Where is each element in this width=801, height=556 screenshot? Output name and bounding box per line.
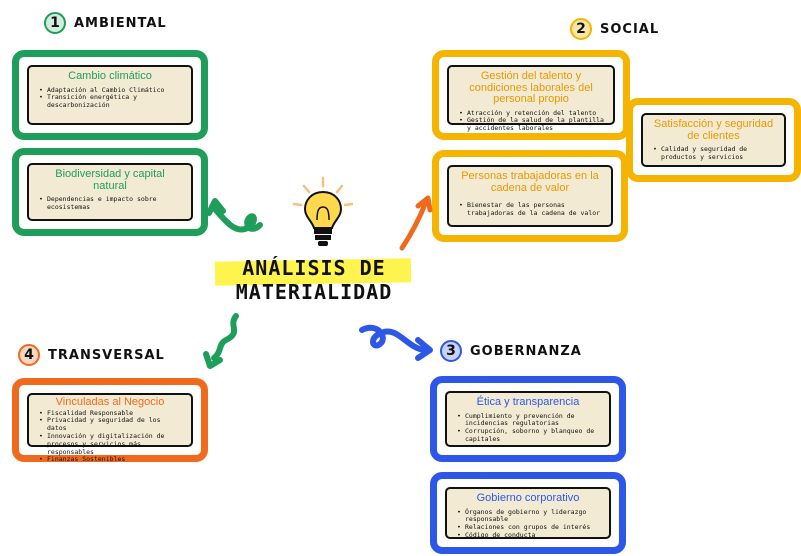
box-cadena-valor: Personas trabajadoras en la cadena de va… bbox=[432, 150, 628, 242]
box-content: Cambio climático Adaptación al Cambio Cl… bbox=[27, 65, 193, 125]
box-list: Adaptación al Cambio Climático Transició… bbox=[37, 86, 183, 110]
box-biodiversidad: Biodiversidad y capital natural Dependen… bbox=[12, 148, 208, 236]
section-label: TRANSVERSAL bbox=[48, 347, 165, 363]
list-item: Finanzas Sostenibles bbox=[39, 456, 183, 464]
section-number-badge: 2 bbox=[570, 18, 592, 40]
list-item: Dependencias e impacto sobre ecosistemas bbox=[39, 195, 183, 212]
box-cambio-climatico: Cambio climático Adaptación al Cambio Cl… bbox=[12, 50, 208, 140]
lightbulb-icon bbox=[290, 176, 356, 252]
section-label: GOBERNANZA bbox=[470, 343, 582, 359]
box-title: Satisfacción y seguridad de clientes bbox=[653, 118, 774, 142]
section-label: AMBIENTAL bbox=[74, 15, 167, 31]
section-title-social: 2 SOCIAL bbox=[570, 18, 659, 40]
box-title: Ética y transparencia bbox=[476, 396, 580, 408]
title-line-2: MATERIALIDAD bbox=[235, 280, 393, 304]
title-line-1: ANÁLISIS DE bbox=[242, 256, 386, 280]
section-title-gobernanza: 3 GOBERNANZA bbox=[440, 340, 582, 362]
section-number-badge: 1 bbox=[44, 12, 66, 34]
box-etica-transparencia: Ética y transparencia Cumplimiento y pre… bbox=[430, 376, 626, 462]
box-vinculadas-negocio: Vinculadas al Negocio Fiscalidad Respons… bbox=[12, 378, 208, 464]
list-item: Innovación y digitalización de procesos … bbox=[39, 432, 183, 456]
box-content: Satisfacción y seguridad de clientes Cal… bbox=[641, 113, 786, 167]
box-list: Calidad y seguridad de productos y servi… bbox=[651, 145, 776, 162]
list-item: Relaciones con grupos de interés bbox=[457, 523, 601, 532]
list-item: Órganos de gobierno y liderazgo responsa… bbox=[457, 508, 601, 525]
box-content: Vinculadas al Negocio Fiscalidad Respons… bbox=[27, 393, 193, 464]
box-list: Fiscalidad Responsable Privacidad y segu… bbox=[37, 409, 183, 465]
central-title: ANÁLISIS DE MATERIALIDAD bbox=[205, 256, 423, 308]
box-title: Gobierno corporativo bbox=[476, 492, 580, 504]
box-title: Personas trabajadoras en la cadena de va… bbox=[461, 170, 599, 194]
list-item: Cumplimiento y prevención de incidencias… bbox=[457, 412, 601, 429]
box-satisfaccion-clientes: Satisfacción y seguridad de clientes Cal… bbox=[626, 98, 801, 182]
box-list: Bienestar de las personas trabajadoras d… bbox=[457, 201, 603, 218]
section-label: SOCIAL bbox=[600, 21, 660, 37]
list-item: Corrupción, soborno y blanqueo de capita… bbox=[457, 427, 601, 444]
box-content: Personas trabajadoras en la cadena de va… bbox=[447, 165, 613, 227]
list-item: Calidad y seguridad de productos y servi… bbox=[653, 145, 776, 162]
box-content: Gobierno corporativo Órganos de gobierno… bbox=[445, 487, 611, 540]
section-number-badge: 4 bbox=[18, 344, 40, 366]
box-content: Ética y transparencia Cumplimiento y pre… bbox=[445, 391, 611, 447]
list-item: Privacidad y seguridad de los datos bbox=[39, 417, 183, 433]
list-item: Adaptación al Cambio Climático bbox=[39, 86, 183, 95]
box-title: Biodiversidad y capital natural bbox=[55, 168, 165, 192]
list-item: Fiscalidad Responsable bbox=[39, 409, 183, 418]
arrow-to-transversal bbox=[196, 312, 246, 374]
section-title-ambiental: 1 AMBIENTAL bbox=[44, 12, 167, 34]
list-item: Transición energética y descarbonización bbox=[39, 94, 183, 110]
box-list: Cumplimiento y prevención de incidencias… bbox=[455, 412, 601, 444]
list-item: Atracción y retención del talento bbox=[459, 109, 605, 118]
box-gobierno-corporativo: Gobierno corporativo Órganos de gobierno… bbox=[430, 472, 626, 554]
box-list: Dependencias e impacto sobre ecosistemas bbox=[37, 195, 183, 212]
arrow-to-social bbox=[396, 192, 436, 256]
arrow-to-ambiental bbox=[205, 195, 265, 244]
section-title-transversal: 4 TRANSVERSAL bbox=[18, 344, 165, 366]
list-item: Código de conducta bbox=[457, 531, 601, 540]
arrow-to-gobernanza bbox=[358, 318, 438, 368]
box-title: Cambio climático bbox=[68, 70, 152, 82]
box-list: Atracción y retención del talento Gestió… bbox=[457, 109, 605, 133]
box-gestion-talento: Gestión del talento y condiciones labora… bbox=[432, 50, 630, 140]
box-title: Gestión del talento y condiciones labora… bbox=[469, 70, 593, 106]
box-list: Órganos de gobierno y liderazgo responsa… bbox=[455, 508, 601, 540]
box-content: Biodiversidad y capital natural Dependen… bbox=[27, 163, 193, 221]
box-content: Gestión del talento y condiciones labora… bbox=[447, 65, 615, 132]
section-number-badge: 3 bbox=[440, 340, 462, 362]
list-item: Gestión de la salud de la plantilla y ac… bbox=[459, 117, 605, 133]
list-item: Bienestar de las personas trabajadoras d… bbox=[459, 201, 603, 218]
box-title: Vinculadas al Negocio bbox=[55, 396, 165, 408]
